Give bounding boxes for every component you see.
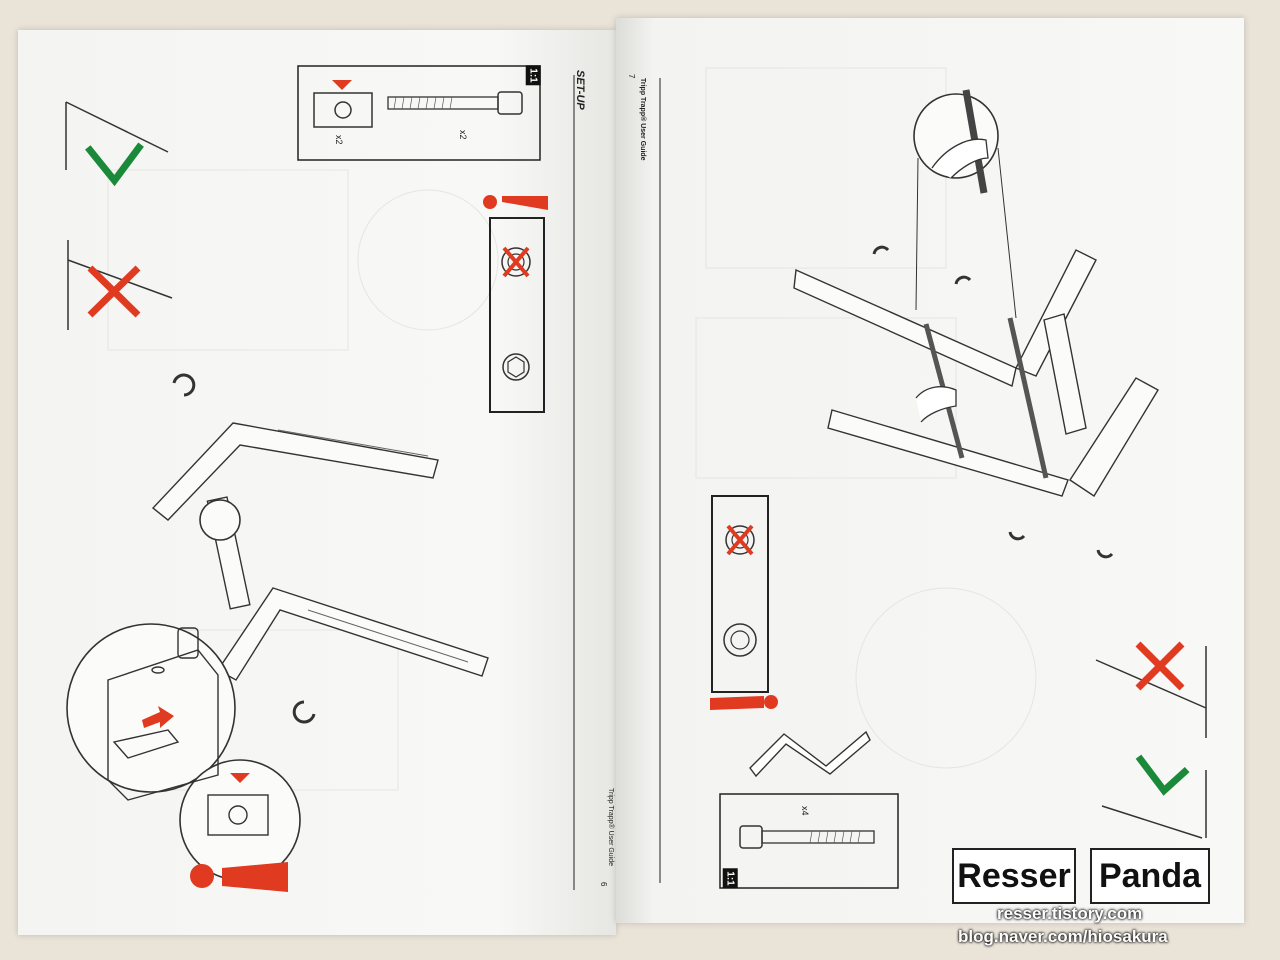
parts-box-top bbox=[297, 65, 541, 161]
parts-box-bottom bbox=[719, 793, 899, 889]
watermark-resser: Resser bbox=[952, 848, 1076, 904]
part-count-bolt: x4 bbox=[800, 806, 810, 816]
right-page: Tripp Trapp® User Guide 7 1:1 x4 bbox=[616, 18, 1244, 923]
chair-frame-illustration bbox=[793, 249, 1159, 497]
section-title: SET-UP bbox=[574, 70, 586, 110]
scale-badge: 1:1 bbox=[722, 868, 738, 889]
watermark-panda: Panda bbox=[1090, 848, 1210, 904]
part-count-bolt: x2 bbox=[458, 130, 468, 140]
allen-key-icon bbox=[749, 730, 871, 778]
cross-icon bbox=[67, 240, 173, 330]
left-page: SET-UP 1:1 x2 x2 Tripp Trapp® User Guide… bbox=[18, 30, 616, 935]
footer-title: Tripp Trapp® User Guide bbox=[607, 788, 614, 867]
part-count-nut: x2 bbox=[334, 135, 344, 145]
hand-grip-detail bbox=[913, 89, 1017, 319]
nut-warning-box bbox=[710, 495, 778, 710]
left-page-illustration bbox=[65, 65, 575, 892]
check-icon bbox=[1101, 754, 1207, 839]
watermark-url-tistory: resser.tistory.com bbox=[997, 904, 1143, 923]
cross-icon bbox=[1095, 641, 1207, 738]
page-number: 7 bbox=[627, 74, 636, 79]
watermark-url-naver: blog.naver.com/hiosakura bbox=[958, 927, 1168, 946]
nut-warning-box bbox=[483, 195, 548, 413]
rotate-arrow-icon bbox=[172, 373, 316, 724]
header-title: Tripp Trapp® User Guide bbox=[639, 78, 646, 161]
right-page-illustration bbox=[659, 67, 1207, 889]
rotate-arrow-icon bbox=[872, 245, 1114, 559]
check-icon bbox=[65, 101, 169, 187]
warning-icon bbox=[332, 80, 352, 90]
barrel-nut-icon bbox=[107, 627, 269, 836]
scale-badge: 1:1 bbox=[525, 65, 541, 86]
page-number: 6 bbox=[599, 882, 608, 887]
warning-icon bbox=[230, 773, 250, 783]
